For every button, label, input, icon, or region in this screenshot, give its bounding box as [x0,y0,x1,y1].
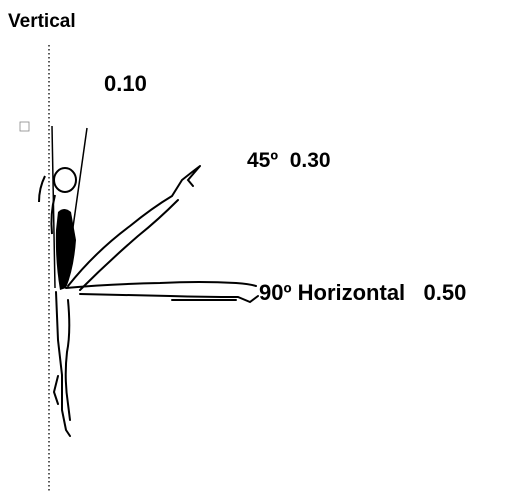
arm-stroke [50,194,56,235]
standing-leg [53,291,71,437]
hair-stroke [38,175,46,203]
leg-45-degree [67,165,201,291]
diagram-title: Vertical [8,11,76,32]
label-horizontal: 90º Horizontal 0.50 [259,282,466,304]
label-45-degree: 45º 0.30 [247,150,331,171]
head [53,167,77,193]
horizontal-text: 90º Horizontal [259,280,406,305]
torso [55,209,76,290]
label-vertical-value: 0.10 [104,71,147,96]
angle-45-text: 45º [247,149,279,172]
value-030-text: 0.30 [289,149,331,172]
placeholder-box [19,121,30,132]
leg-horizontal [65,281,259,304]
value-050-text: 0.50 [423,280,467,305]
